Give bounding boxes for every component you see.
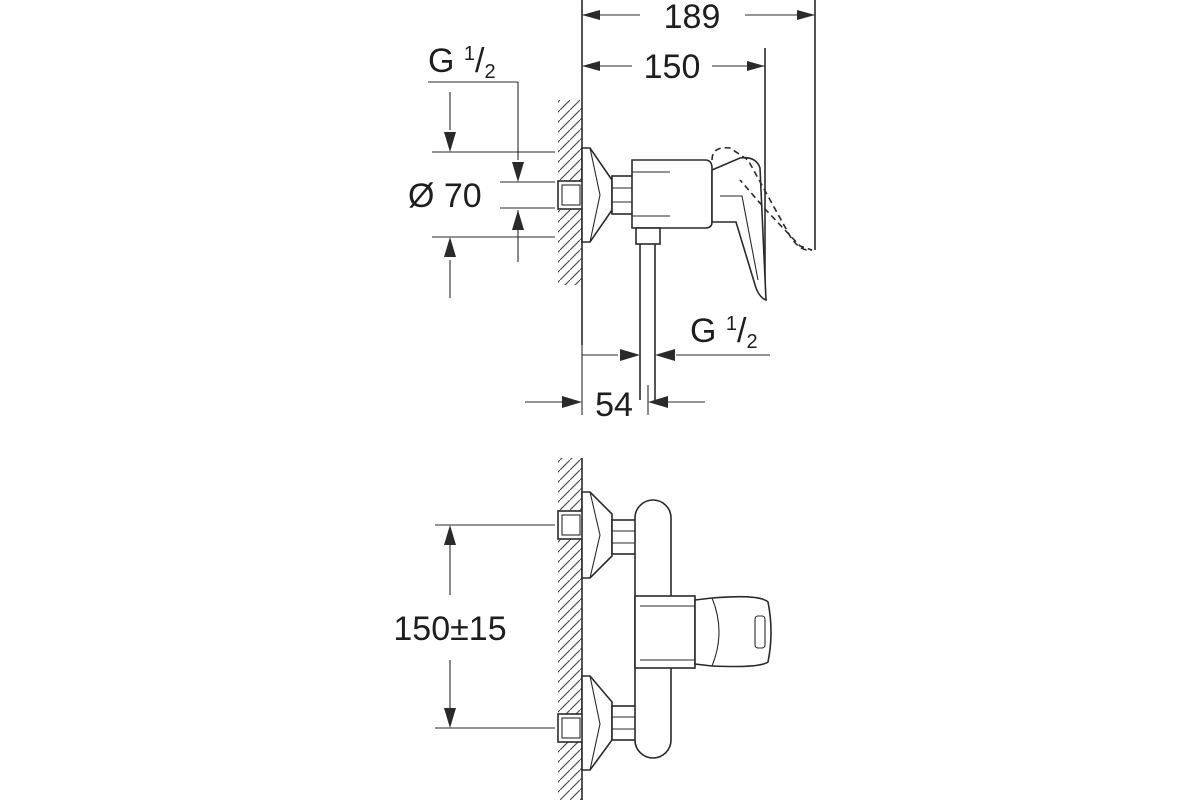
dim-label-189: 189 bbox=[664, 0, 721, 36]
wall-hatch-front bbox=[558, 458, 582, 800]
diameter-arrow-top bbox=[444, 132, 456, 152]
arrow-189-left bbox=[582, 10, 600, 20]
escutcheon-upper-profile bbox=[589, 491, 601, 579]
inlet-connector-upper-inner bbox=[561, 514, 581, 536]
outlet-nut-top bbox=[635, 227, 661, 245]
spacing-label: 150±15 bbox=[393, 610, 506, 648]
union-nut-upper bbox=[611, 519, 637, 555]
lever-handle-front bbox=[694, 595, 772, 668]
dim-label-150: 150 bbox=[644, 48, 701, 86]
lever-handle-contour bbox=[720, 195, 759, 281]
diameter-label: Ø 70 bbox=[408, 177, 482, 215]
escutcheon-upper bbox=[581, 491, 613, 579]
escutcheon-lower-profile bbox=[589, 675, 601, 771]
outlet-thread-label: G 1/2 bbox=[690, 312, 758, 353]
inlet-connector-lower-inner bbox=[561, 717, 581, 739]
outlet-thread-arrow-right bbox=[655, 349, 675, 361]
lever-open-position bbox=[711, 146, 813, 252]
dim-54-arrow-left bbox=[562, 396, 582, 408]
escutcheon-profile-top bbox=[589, 147, 601, 243]
inlet-thread-label: G 1/2 bbox=[428, 42, 496, 83]
dim-label-54: 54 bbox=[595, 386, 633, 424]
front-view: 150±15 bbox=[393, 458, 772, 800]
diameter-arrow-bottom bbox=[444, 237, 456, 257]
side-view: 189 150 G 1/2 Ø 70 bbox=[408, 0, 816, 424]
union-nut-lower bbox=[611, 705, 637, 741]
arrow-150-right bbox=[747, 61, 765, 71]
escutcheon-cone-top bbox=[581, 147, 613, 243]
arrow-150-left bbox=[582, 61, 600, 71]
spacing-arrow-bottom bbox=[444, 708, 456, 728]
dim-54-arrow-right bbox=[648, 396, 668, 408]
inlet-connector-inner-top bbox=[561, 184, 581, 206]
lever-handle-front-curve bbox=[711, 597, 720, 667]
spacing-arrow-top bbox=[444, 525, 456, 545]
inlet-thread-arrow-down bbox=[512, 162, 524, 182]
cartridge-housing-front bbox=[634, 595, 696, 669]
escutcheon-lower bbox=[581, 675, 613, 771]
inlet-thread-arrow-up bbox=[512, 210, 524, 230]
lever-handle-front-end bbox=[754, 615, 766, 649]
outlet-thread-arrow-left bbox=[620, 349, 640, 361]
mixer-body-top bbox=[631, 159, 713, 229]
arrow-189-right bbox=[797, 10, 815, 20]
